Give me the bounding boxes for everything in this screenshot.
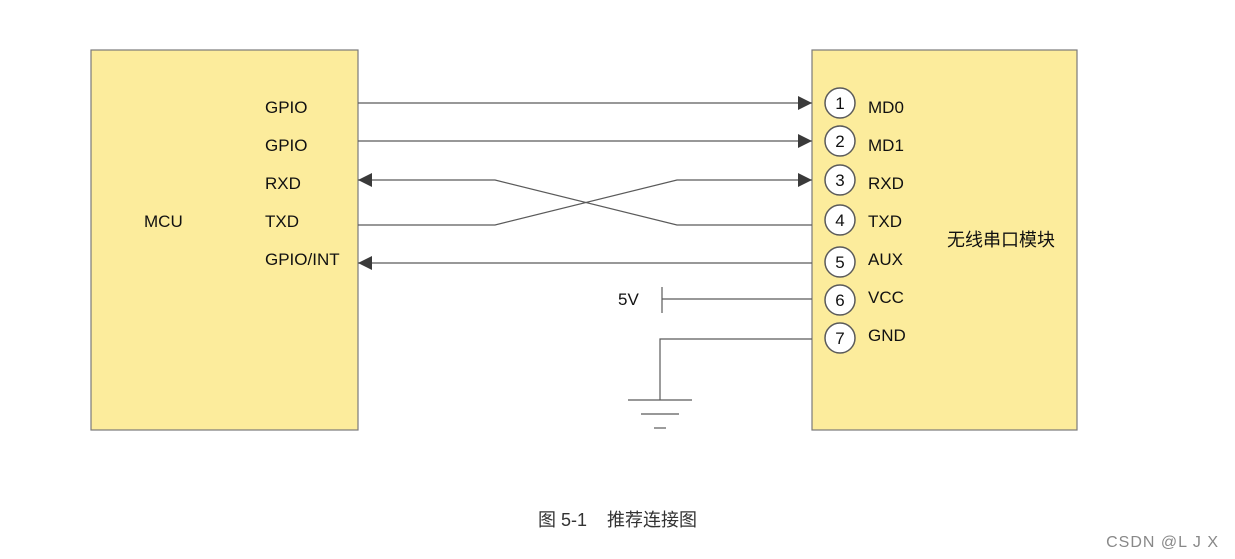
module-pin: 4 TXD bbox=[824, 204, 902, 236]
module-pin: 1 MD0 bbox=[824, 87, 904, 119]
pin-circle bbox=[824, 164, 856, 196]
mcu-label: MCU bbox=[144, 212, 183, 231]
module-pin-label: MD1 bbox=[868, 136, 904, 155]
module-pin: 6 VCC bbox=[824, 284, 904, 316]
figure-caption: 图 5-1 推荐连接图 bbox=[537, 510, 698, 530]
pin-number: 6 bbox=[835, 291, 844, 310]
module-pin-label: TXD bbox=[868, 212, 902, 231]
module-pin: 3 RXD bbox=[824, 164, 904, 196]
module-pin-label: GND bbox=[868, 326, 906, 345]
pin-number: 3 bbox=[835, 171, 844, 190]
mcu-pin-label: RXD bbox=[265, 174, 301, 193]
watermark: CSDN @L J X bbox=[1106, 534, 1219, 551]
vcc-source-label: 5V bbox=[618, 290, 639, 309]
wire-module-txd-to-rxd bbox=[358, 173, 812, 226]
module-block bbox=[811, 49, 1078, 431]
mcu-pin-label: TXD bbox=[265, 212, 299, 231]
module-pin-label: AUX bbox=[868, 250, 903, 269]
pin-number: 5 bbox=[835, 253, 844, 272]
module-pin: 2 MD1 bbox=[824, 125, 904, 157]
module-pin-label: MD0 bbox=[868, 98, 904, 117]
module-pin: 5 AUX bbox=[824, 246, 903, 278]
module-pin: 7 GND bbox=[824, 322, 906, 354]
module-pin-label: RXD bbox=[868, 174, 904, 193]
pin-number: 2 bbox=[835, 132, 844, 151]
mcu-pin-label: GPIO bbox=[265, 136, 308, 155]
pin-circle bbox=[824, 125, 856, 157]
mcu-pin-label: GPIO bbox=[265, 98, 308, 117]
module-label: 无线串口模块 bbox=[947, 230, 1055, 251]
module-pin-label: VCC bbox=[868, 288, 904, 307]
pin-circle bbox=[824, 322, 856, 354]
pin-number: 7 bbox=[835, 329, 844, 348]
wire-gnd bbox=[659, 338, 812, 400]
mcu-pin-label: GPIO/INT bbox=[265, 250, 340, 269]
pin-circle bbox=[824, 87, 856, 119]
pin-number: 4 bbox=[835, 211, 844, 230]
mcu-block bbox=[90, 49, 359, 431]
pin-circle bbox=[824, 246, 856, 278]
pin-number: 1 bbox=[835, 94, 844, 113]
pin-circle bbox=[824, 204, 856, 236]
pin-circle bbox=[824, 284, 856, 316]
